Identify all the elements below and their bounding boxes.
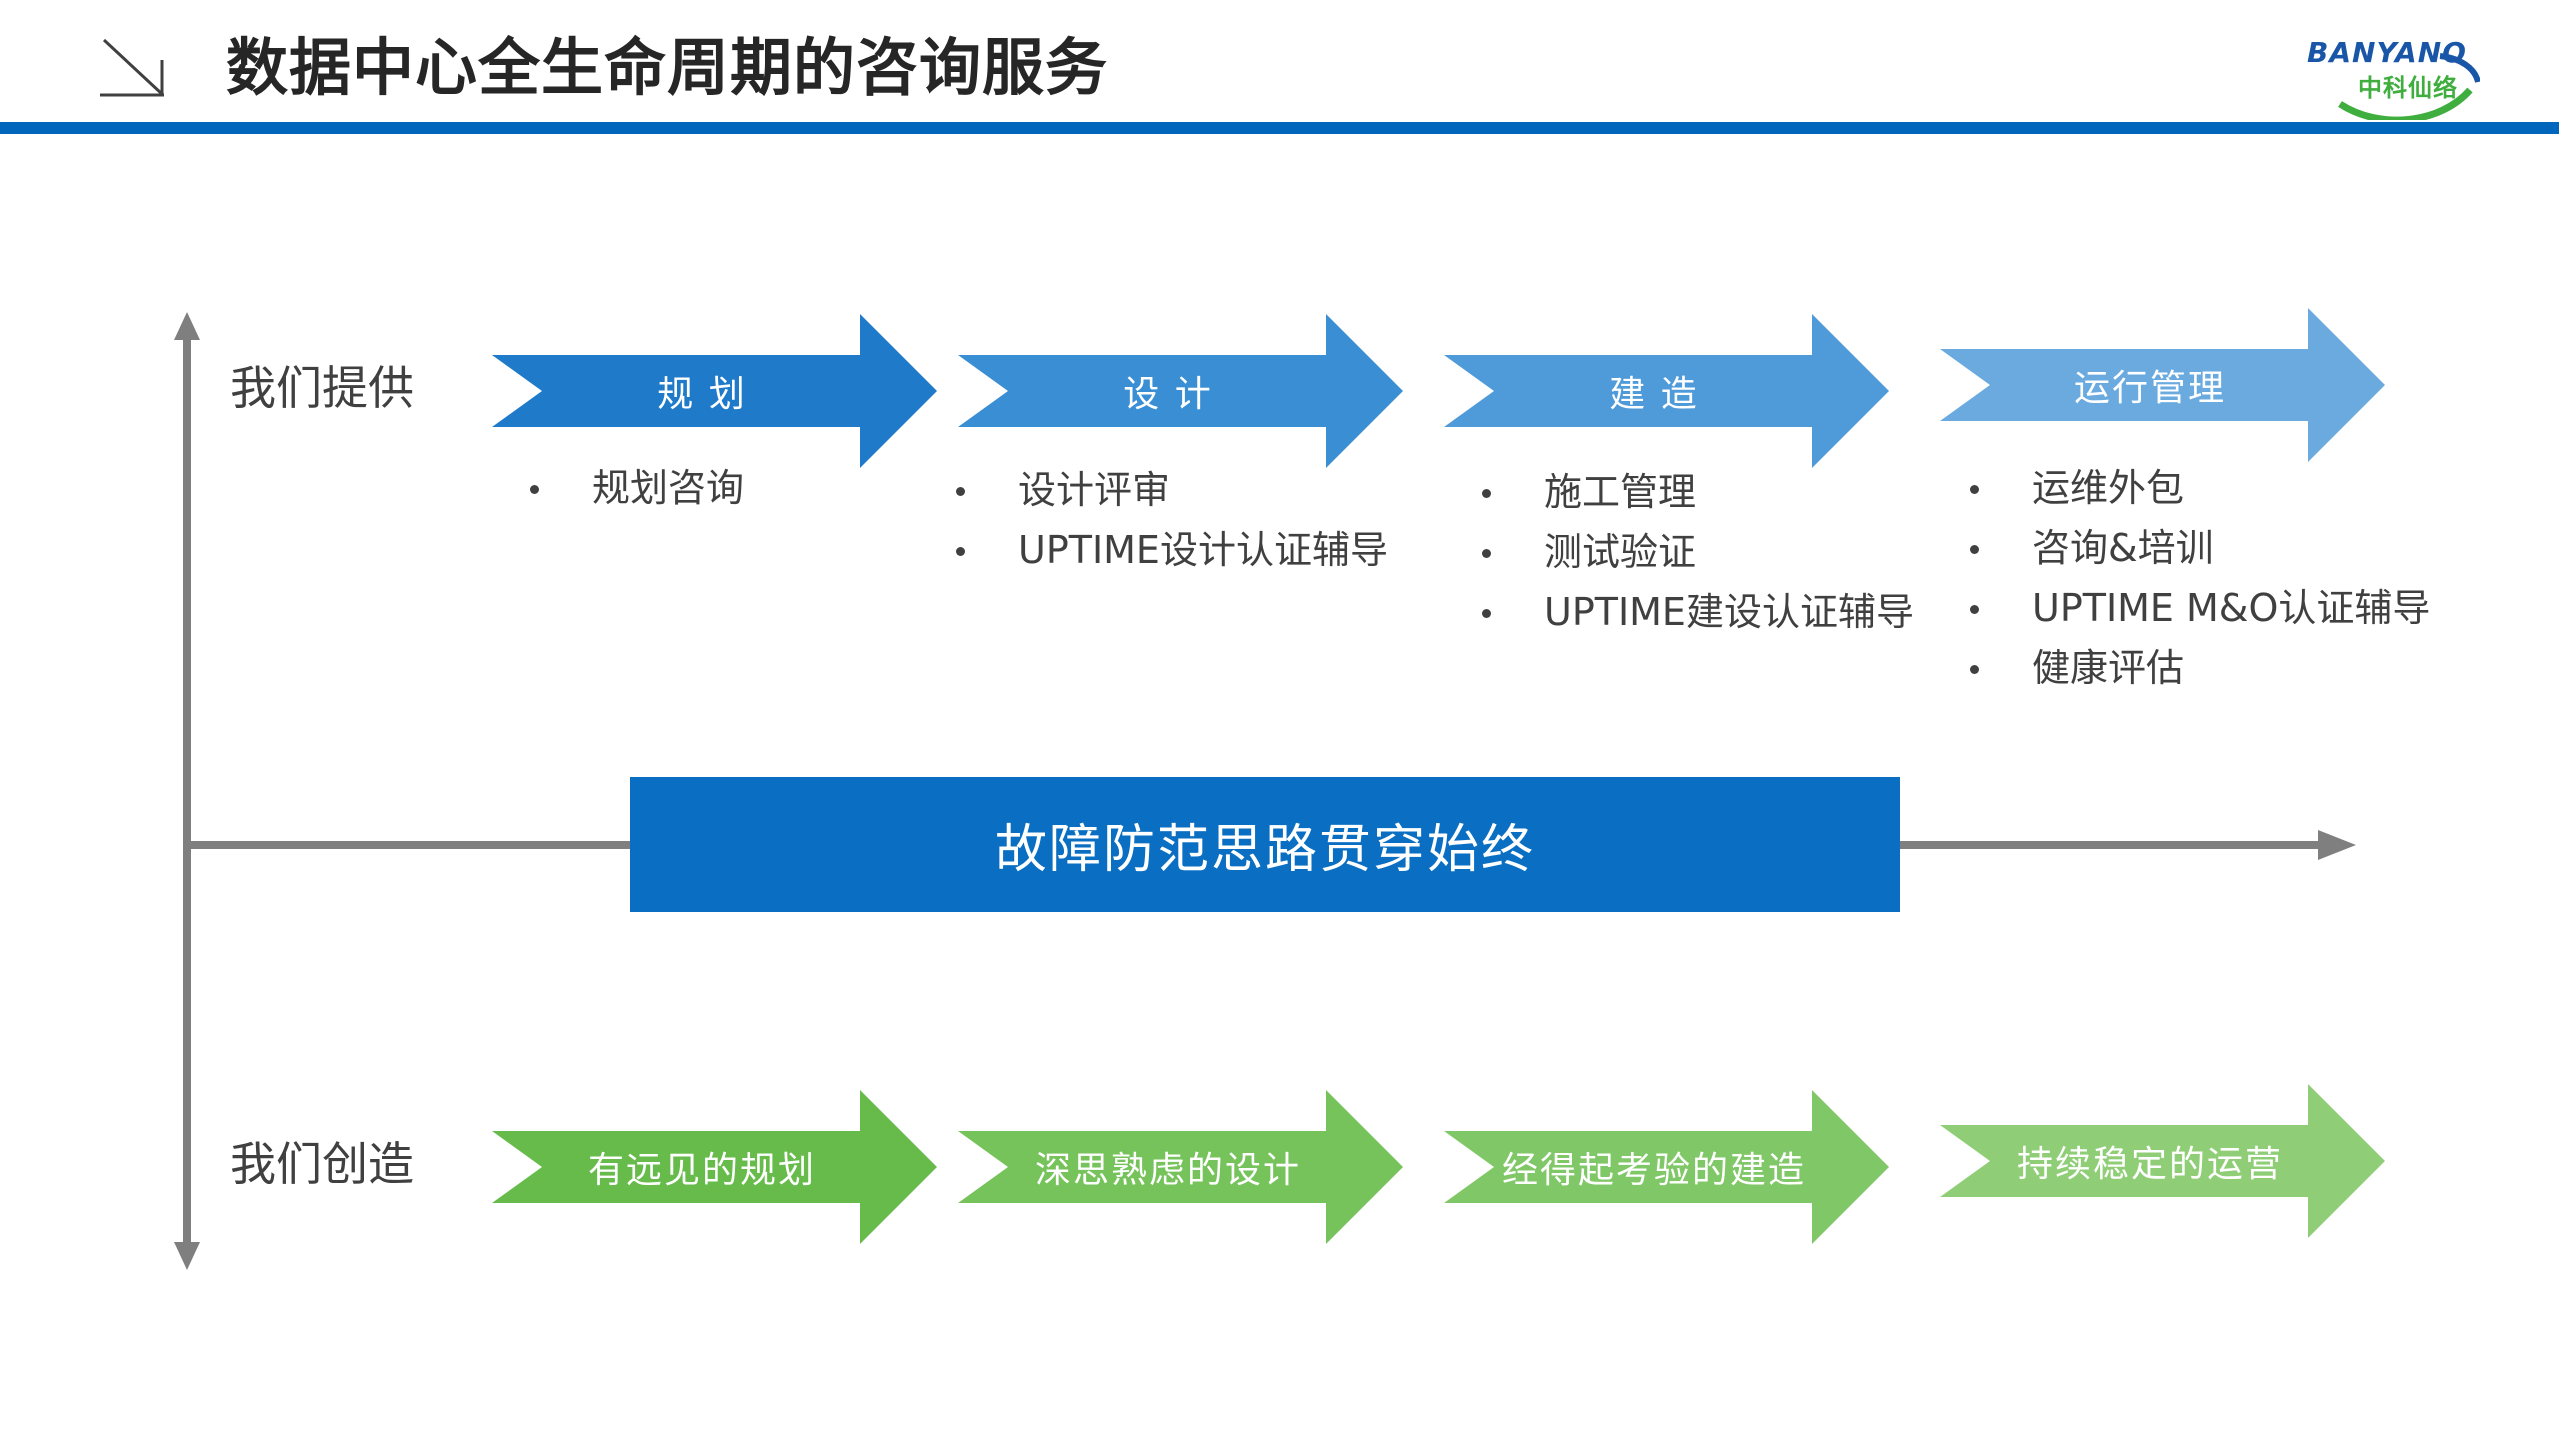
stage-arrow-construction: 建 造 bbox=[1444, 314, 1889, 468]
list-item: 规划咨询 bbox=[530, 458, 744, 518]
list-item: 施工管理 bbox=[1482, 462, 1914, 522]
arrow-shape bbox=[958, 314, 1403, 468]
stage-arrow-operation: 运行管理 bbox=[1940, 308, 2385, 462]
service-list-operation: 运维外包 咨询&培训 UPTIME M&O认证辅导 健康评估 bbox=[1970, 458, 2430, 698]
list-item: 咨询&培训 bbox=[1970, 518, 2430, 578]
value-arrow-design: 深思熟虑的设计 bbox=[958, 1090, 1403, 1244]
logo-text-cn: 中科仙络 bbox=[2358, 74, 2458, 102]
stage-label: 规 划 bbox=[657, 374, 747, 415]
fault-prevention-banner: 故障防范思路贯穿始终 bbox=[630, 777, 1900, 912]
arrow-shape bbox=[958, 1090, 1403, 1244]
arrow-shape bbox=[1444, 1090, 1889, 1244]
axis-arrow-right-icon bbox=[2318, 830, 2356, 860]
arrow-shape bbox=[1940, 1084, 2385, 1238]
company-logo bbox=[2338, 53, 2480, 120]
axis-arrow-up-icon bbox=[174, 312, 200, 340]
stage-arrow-planning: 规 划 bbox=[492, 314, 937, 468]
arrow-shape bbox=[492, 1090, 937, 1244]
service-list-planning: 规划咨询 bbox=[530, 458, 744, 518]
list-item: 运维外包 bbox=[1970, 458, 2430, 518]
value-arrow-construction: 经得起考验的建造 bbox=[1444, 1090, 1889, 1244]
value-label: 持续稳定的运营 bbox=[2016, 1144, 2283, 1185]
arrow-shape bbox=[492, 314, 937, 468]
page-title: 数据中心全生命周期的咨询服务 bbox=[226, 31, 1109, 104]
value-label: 深思熟虑的设计 bbox=[1034, 1150, 1301, 1191]
row-label-create: 我们创造 bbox=[230, 1137, 414, 1191]
stage-label: 建 造 bbox=[1609, 374, 1699, 415]
header-divider bbox=[0, 122, 2559, 134]
stage-label: 运行管理 bbox=[2073, 368, 2226, 409]
value-label: 经得起考验的建造 bbox=[1502, 1150, 1807, 1191]
arrow-shape bbox=[1940, 308, 2385, 462]
stage-arrow-design: 设 计 bbox=[958, 314, 1403, 468]
list-item: UPTIME建设认证辅导 bbox=[1482, 582, 1914, 642]
list-item: 设计评审 bbox=[956, 460, 1388, 520]
logo-text-en: BANYANO bbox=[2307, 36, 2467, 69]
service-list-construction: 施工管理 测试验证 UPTIME建设认证辅导 bbox=[1482, 462, 1914, 642]
list-item: UPTIME设计认证辅导 bbox=[956, 520, 1388, 580]
arrow-down-right-icon bbox=[100, 38, 164, 97]
list-item: 测试验证 bbox=[1482, 522, 1914, 582]
list-item: UPTIME M&O认证辅导 bbox=[1970, 578, 2430, 638]
list-item: 健康评估 bbox=[1970, 638, 2430, 698]
value-label: 有远见的规划 bbox=[587, 1150, 816, 1191]
value-arrow-planning: 有远见的规划 bbox=[492, 1090, 937, 1244]
axis-arrow-down-icon bbox=[174, 1242, 200, 1270]
arrow-shape bbox=[1444, 314, 1889, 468]
stage-label: 设 计 bbox=[1123, 374, 1213, 415]
row-label-provide: 我们提供 bbox=[230, 361, 414, 415]
service-list-design: 设计评审 UPTIME设计认证辅导 bbox=[956, 460, 1388, 580]
value-arrow-operation: 持续稳定的运营 bbox=[1940, 1084, 2385, 1238]
